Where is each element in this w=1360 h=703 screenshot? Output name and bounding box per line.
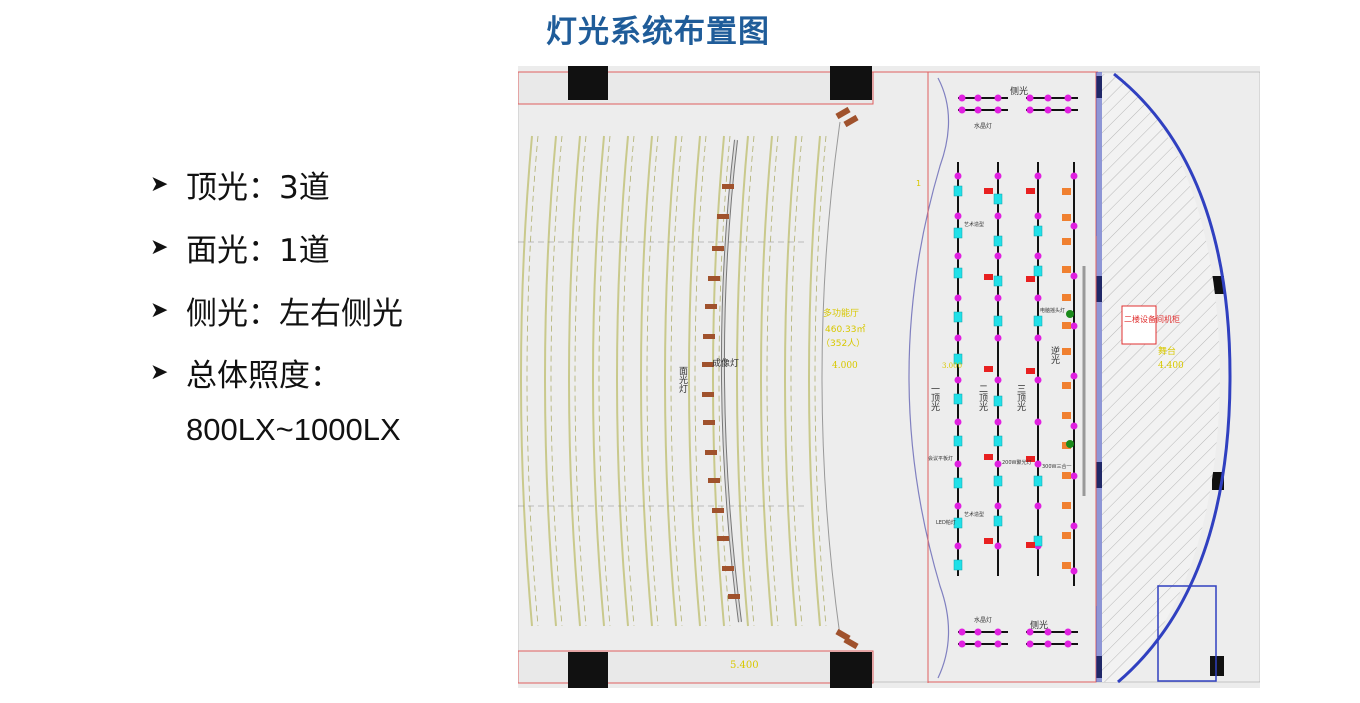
arrow-bullet-icon: ➤ [150,172,169,197]
batten-lights-red [984,188,1035,548]
column [1210,656,1224,676]
backstage-hatch [1102,74,1220,682]
bullet-item: ➤ 侧光：左右侧光 [150,288,403,333]
fixture-note: 会议平板灯 [928,455,953,462]
hall-name: 多功能厅 [823,307,859,319]
stage-front-curve [908,77,950,679]
corner-spots [835,106,859,650]
face-light-fixtures [702,184,740,599]
water-lamp-bottom-label: 水晶灯 [974,616,992,624]
face-light-truss-inner [721,139,741,623]
column [830,652,872,688]
bullet-item: ➤ 总体照度： [150,350,341,395]
equipment-room-box [1121,305,1157,345]
audience-front-curve [821,121,841,637]
spot-lamp-label: 成像灯 [712,357,739,369]
column [568,652,608,688]
bullet-item: ➤ 面光：1道 [150,225,330,270]
special-fixtures [1066,310,1074,448]
fixture-note: 300W三合一 [1042,463,1072,470]
bottom-dimension: 5.400 [730,660,759,671]
batten-lights-magenta [954,172,1078,575]
fixture-note: 200W聚光灯 [1002,459,1032,466]
stage-blue-wall [1096,72,1102,682]
side-light-bottom-label: 侧光 [1030,619,1048,631]
column [830,66,872,100]
batten-lights-cyan [953,185,1043,571]
backstage-outer-wall [1113,72,1232,684]
side-light-bottom [958,628,1078,648]
bullet-text: 总体照度： [186,358,341,394]
seating-rows [520,135,821,627]
bullet-item: ➤ 顶光：3道 [150,162,330,207]
column [568,66,608,100]
seat-dividers [526,135,827,627]
page-title: 灯光系统布置图 [546,14,770,50]
backstage-room [1157,585,1217,682]
hall-capacity: （352人） [821,338,865,349]
fixture-note: 艺术造型 [964,511,984,518]
bullet-text: 侧光：左右侧光 [186,296,403,332]
bullet-text: 面光：1道 [186,233,330,269]
side-light-top-label: 侧光 [1010,85,1028,97]
arrow-bullet-icon: ➤ [150,235,169,260]
hall-dimension: 4.000 [832,361,858,371]
stage-dimension: 4.400 [1158,361,1184,371]
lighting-floor-plan: 面光灯 成像灯 多功能厅 460.33㎡ （352人） 4.000 5.400 … [518,66,1260,688]
side-light-top [958,94,1078,114]
face-light-label: 面光灯 [677,366,688,394]
bullet-continuation: 800LX~1000LX [186,412,401,447]
top-light-3-label: 三顶光 [1015,384,1026,412]
top-light-2-label: 二顶光 [977,384,988,412]
fixture-note: LED帕灯 [936,519,956,526]
water-lamp-top-label: 水晶灯 [974,122,992,130]
left-note: 1 [916,179,921,188]
back-light-label: 逆光 [1049,345,1060,365]
hall-area: 460.33㎡ [825,324,866,335]
arrow-bullet-icon: ➤ [150,360,169,385]
top-light-1-label: 一顶光 [929,384,940,412]
fixture-note: 艺术造型 [964,221,984,228]
arrow-bullet-icon: ➤ [150,298,169,323]
equipment-room-label: 二楼设备间机柜 [1124,314,1180,324]
bullet-text: 顶光：3道 [186,170,330,206]
side-dimension: 3.000 [942,362,962,370]
column [1212,276,1224,294]
fixture-note: 电脑摇头灯 [1040,307,1065,314]
stage-label: 舞台 [1158,345,1176,357]
